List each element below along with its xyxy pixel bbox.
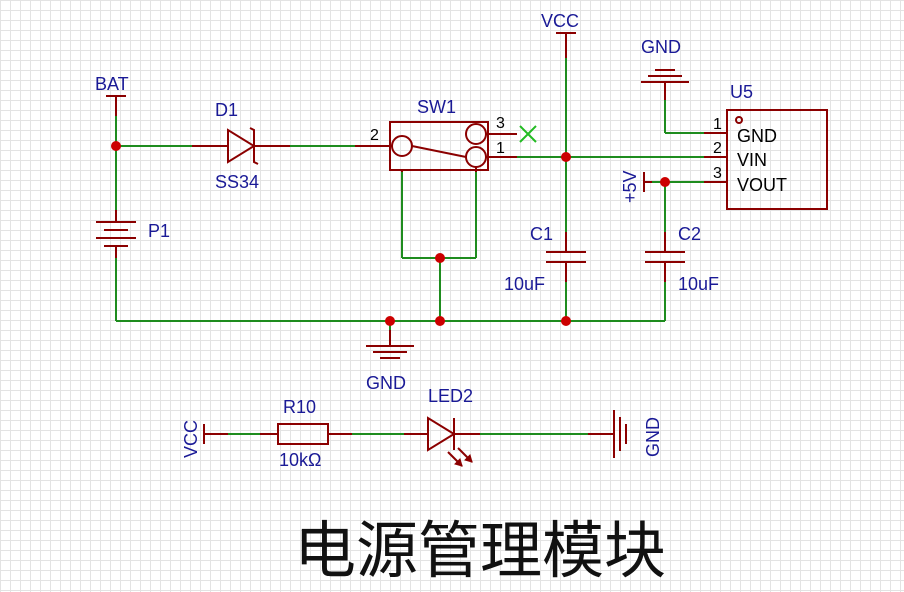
d1-value: SS34 — [215, 172, 259, 192]
sw1-pin-3: 3 — [496, 115, 505, 132]
junction-dot — [111, 141, 121, 151]
diode-d1[interactable]: D1 SS34 — [192, 100, 290, 192]
vcc-port-led[interactable]: VCC — [181, 420, 228, 458]
regulator-u5[interactable]: U5 1 2 3 GND VIN VOUT — [704, 82, 828, 210]
bat-port[interactable]: BAT — [95, 74, 129, 116]
gnd-led-label: GND — [643, 417, 663, 457]
sw1-pin-2: 2 — [370, 127, 379, 144]
c1-value: 10uF — [504, 274, 545, 294]
r10-ref: R10 — [283, 397, 316, 417]
junction-dot — [561, 316, 571, 326]
p1-ref: P1 — [148, 221, 170, 241]
u5-pin-name-vin: VIN — [737, 150, 767, 170]
no-connect-icon — [519, 125, 537, 143]
junctions — [111, 141, 670, 326]
ground-symbol-bottom[interactable]: GND — [366, 330, 414, 393]
vcc-port-top[interactable]: VCC — [541, 11, 579, 58]
junction-dot — [435, 253, 445, 263]
plus5v-label: +5V — [620, 170, 640, 203]
u5-pin-number-1: 1 — [713, 116, 722, 133]
junction-dot — [385, 316, 395, 326]
r10-value: 10kΩ — [279, 450, 321, 470]
u5-pin-name-gnd: GND — [737, 126, 777, 146]
capacitor-c2[interactable]: C2 10uF — [645, 224, 719, 294]
vcc-led-label: VCC — [181, 420, 201, 458]
c1-ref: C1 — [530, 224, 553, 244]
wires — [115, 57, 706, 435]
c2-value: 10uF — [678, 274, 719, 294]
u5-pin-number-3: 3 — [713, 165, 722, 182]
u5-pin-name-vout: VOUT — [737, 175, 787, 195]
ground-symbol-led[interactable]: GND — [588, 410, 663, 458]
c2-ref: C2 — [678, 224, 701, 244]
d1-ref: D1 — [215, 100, 238, 120]
sw1-ref: SW1 — [417, 97, 456, 117]
gnd-top-label: GND — [641, 37, 681, 57]
capacitor-c1[interactable]: C1 10uF — [504, 224, 586, 294]
battery-p1[interactable]: P1 — [96, 210, 170, 258]
ground-symbol-top[interactable]: GND — [641, 37, 689, 100]
led-led2[interactable]: LED2 — [404, 386, 480, 467]
sw1-pin-1: 1 — [496, 140, 505, 157]
gnd-bottom-label: GND — [366, 373, 406, 393]
junction-dot — [660, 177, 670, 187]
u5-pin-number-2: 2 — [713, 140, 722, 157]
u5-ref: U5 — [730, 82, 753, 102]
resistor-r10[interactable]: R10 10kΩ — [260, 397, 352, 470]
plus5v-port[interactable]: +5V — [620, 170, 652, 203]
vcc-top-label: VCC — [541, 11, 579, 31]
led2-ref: LED2 — [428, 386, 473, 406]
junction-dot — [435, 316, 445, 326]
sheet-title: 电源管理模块 — [294, 514, 666, 587]
junction-dot — [561, 152, 571, 162]
switch-sw1[interactable]: SW1 2 3 1 — [355, 97, 537, 172]
bat-label: BAT — [95, 74, 129, 94]
